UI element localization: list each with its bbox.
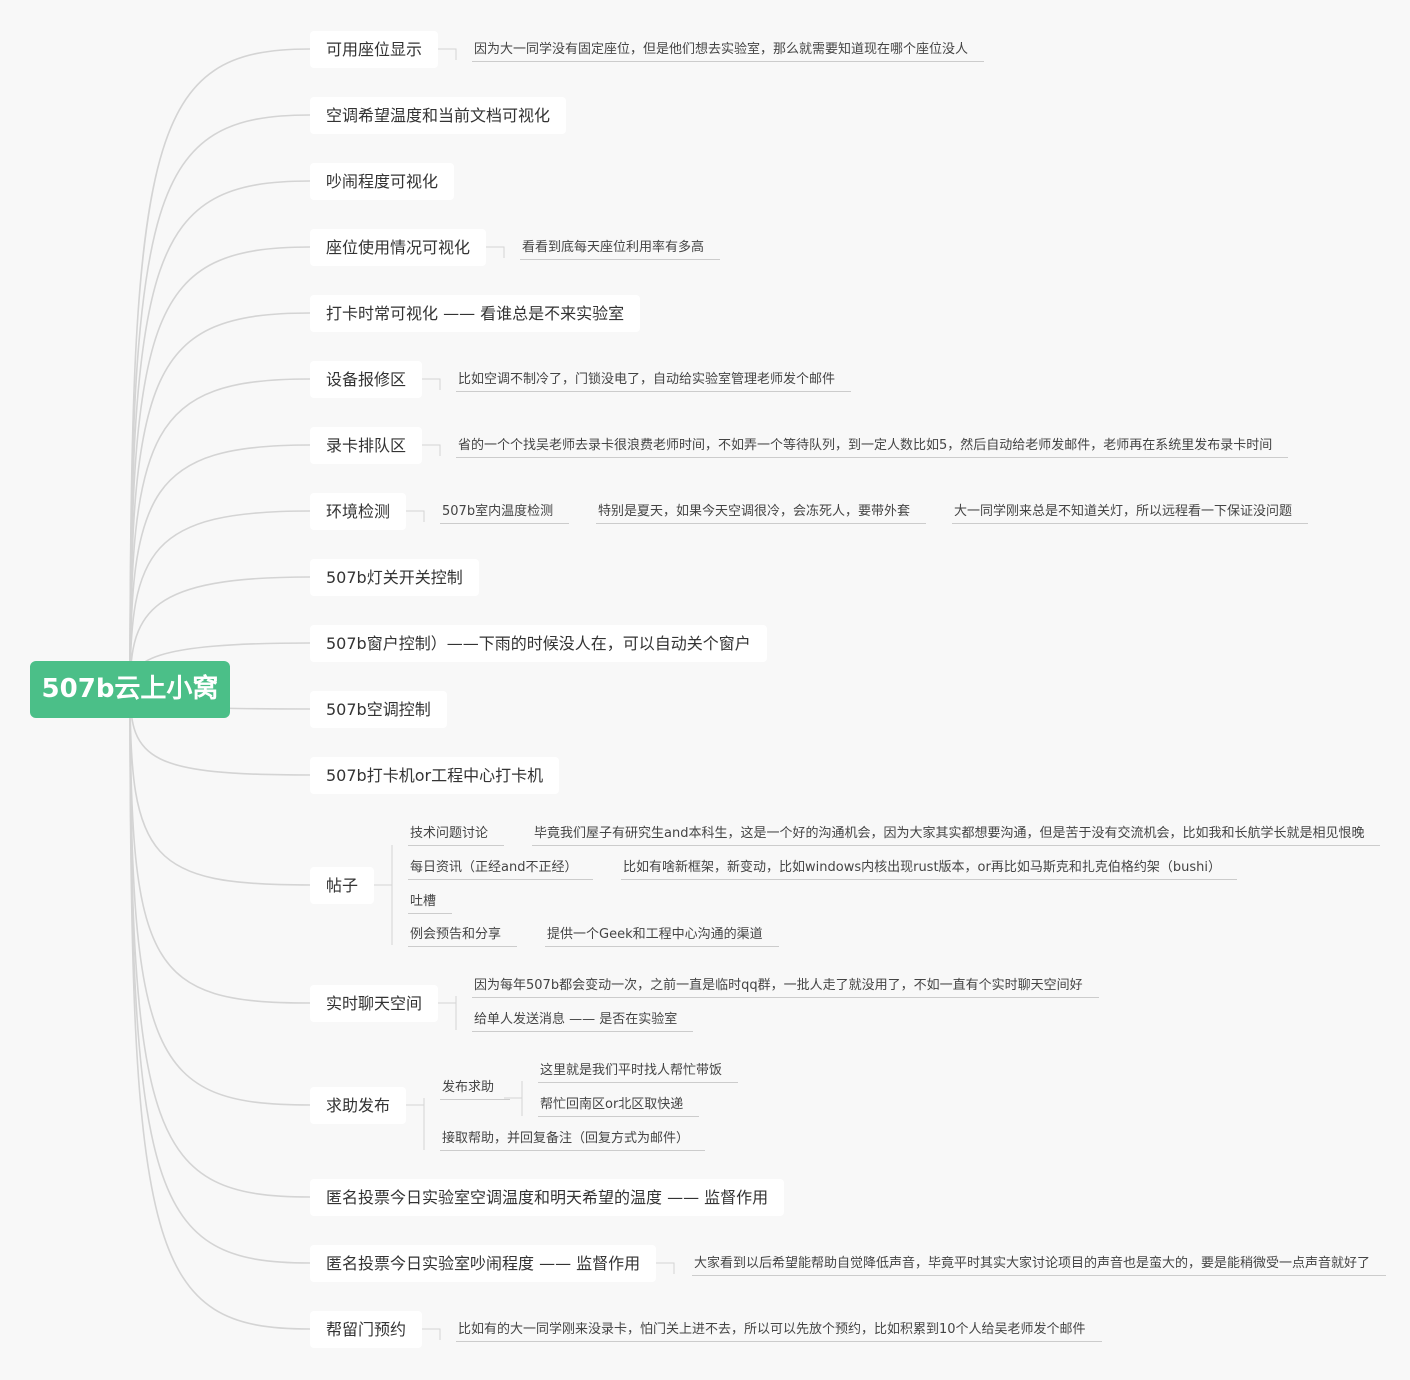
subtopic[interactable]: 吐槽 xyxy=(408,892,453,914)
topic-noise-visualization[interactable]: 吵闹程度可视化 xyxy=(310,163,455,200)
topic-realtime-chat[interactable]: 实时聊天空间 xyxy=(310,985,439,1022)
subtopic[interactable]: 大一同学刚来总是不知道关灯，所以远程看一下保证没问题 xyxy=(952,502,1309,524)
topic-equipment-repair[interactable]: 设备报修区 xyxy=(310,361,423,398)
subtopic[interactable]: 因为每年507b都会变动一次，之前一直是临时qq群，一批人走了就没用了，不如一直… xyxy=(472,976,1099,998)
subtopic[interactable]: 提供一个Geek和工程中心沟通的渠道 xyxy=(545,925,779,947)
subtopic[interactable]: 这里就是我们平时找人帮忙带饭 xyxy=(538,1061,739,1083)
subtopic[interactable]: 大家看到以后希望能帮助自觉降低声音，毕竟平时其实大家讨论项目的声音也是蛮大的，要… xyxy=(692,1254,1387,1276)
topic-ac-control[interactable]: 507b空调控制 xyxy=(310,691,447,728)
topic-window-control[interactable]: 507b窗户控制）——下雨的时候没人在，可以自动关个窗户 xyxy=(310,625,767,662)
subtopic[interactable]: 省的一个个找吴老师去录卡很浪费老师时间，不如弄一个等待队列，到一定人数比如5，然… xyxy=(456,436,1289,458)
subtopic[interactable]: 特别是夏天，如果今天空调很冷，会冻死人，要带外套 xyxy=(596,502,927,524)
topic-vote-noise[interactable]: 匿名投票今日实验室吵闹程度 —— 监督作用 xyxy=(310,1245,657,1282)
topic-environment-monitoring[interactable]: 环境检测 xyxy=(310,493,407,530)
subtopic[interactable]: 每日资讯（正经and不正经） xyxy=(408,858,594,880)
subtopic[interactable]: 比如空调不制冷了，门锁没电了，自动给实验室管理老师发个邮件 xyxy=(456,370,852,392)
topic-light-control[interactable]: 507b灯关开关控制 xyxy=(310,559,479,596)
subtopic[interactable]: 因为大一同学没有固定座位，但是他们想去实验室，那么就需要知道现在哪个座位没人 xyxy=(472,40,985,62)
topic-posts[interactable]: 帖子 xyxy=(310,867,375,904)
subtopic[interactable]: 比如有的大一同学刚来没录卡，怕门关上进不去，所以可以先放个预约，比如积累到10个… xyxy=(456,1320,1102,1342)
topic-checkin-visualization[interactable]: 打卡时常可视化 —— 看谁总是不来实验室 xyxy=(310,295,641,332)
topic-vote-ac-temperature[interactable]: 匿名投票今日实验室空调温度和明天希望的温度 —— 监督作用 xyxy=(310,1179,785,1216)
subtopic[interactable]: 发布求助 xyxy=(440,1078,511,1100)
root-topic[interactable]: 507b云上小窝 xyxy=(30,661,230,718)
topic-seat-usage-visualization[interactable]: 座位使用情况可视化 xyxy=(310,229,487,266)
subtopic[interactable]: 技术问题讨论 xyxy=(408,824,505,846)
subtopic[interactable]: 看看到底每天座位利用率有多高 xyxy=(520,238,721,260)
subtopic[interactable]: 比如有啥新框架，新变动，比如windows内核出现rust版本，or再比如马斯克… xyxy=(621,858,1237,880)
topic-help-requests[interactable]: 求助发布 xyxy=(310,1087,407,1124)
topic-available-seats[interactable]: 可用座位显示 xyxy=(310,31,439,68)
subtopic[interactable]: 507b室内温度检测 xyxy=(440,502,570,524)
topic-checkin-machine[interactable]: 507b打卡机or工程中心打卡机 xyxy=(310,757,560,794)
subtopic[interactable]: 例会预告和分享 xyxy=(408,925,518,947)
subtopic[interactable]: 给单人发送消息 —— 是否在实验室 xyxy=(472,1010,694,1032)
subtopic[interactable]: 毕竟我们屋子有研究生and本科生，这是一个好的沟通机会，因为大家其实都想要沟通，… xyxy=(532,824,1381,846)
topic-ac-temperature-visualization[interactable]: 空调希望温度和当前文档可视化 xyxy=(310,97,567,134)
subtopic[interactable]: 接取帮助，并回复备注（回复方式为邮件） xyxy=(440,1129,706,1151)
topic-card-queue[interactable]: 录卡排队区 xyxy=(310,427,423,464)
subtopic[interactable]: 帮忙回南区or北区取快递 xyxy=(538,1095,700,1117)
topic-door-reservation[interactable]: 帮留门预约 xyxy=(310,1311,423,1348)
